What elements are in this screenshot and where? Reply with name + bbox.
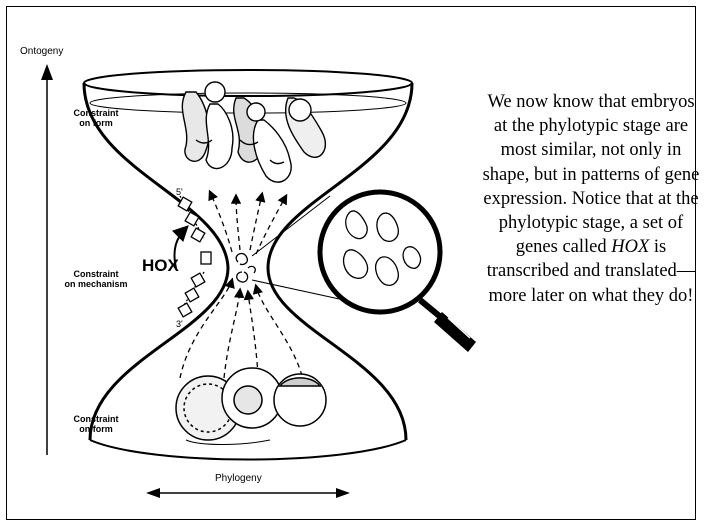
magnifying-glass-icon bbox=[320, 192, 476, 352]
explanation-text: We now know that embryos at the phylotyp… bbox=[482, 90, 700, 308]
ontogeny-axis-arrow bbox=[41, 64, 53, 455]
phylotypic-embryos bbox=[236, 254, 255, 283]
early-embryo-eggs bbox=[176, 368, 326, 445]
hox-gene-cluster bbox=[174, 196, 211, 317]
phylogeny-axis-arrow bbox=[146, 488, 350, 498]
explanation-hox-italic: HOX bbox=[611, 237, 649, 257]
adult-embryo-sketches bbox=[182, 82, 325, 182]
explanation-part1: We now know that embryos at the phylotyp… bbox=[483, 92, 700, 257]
